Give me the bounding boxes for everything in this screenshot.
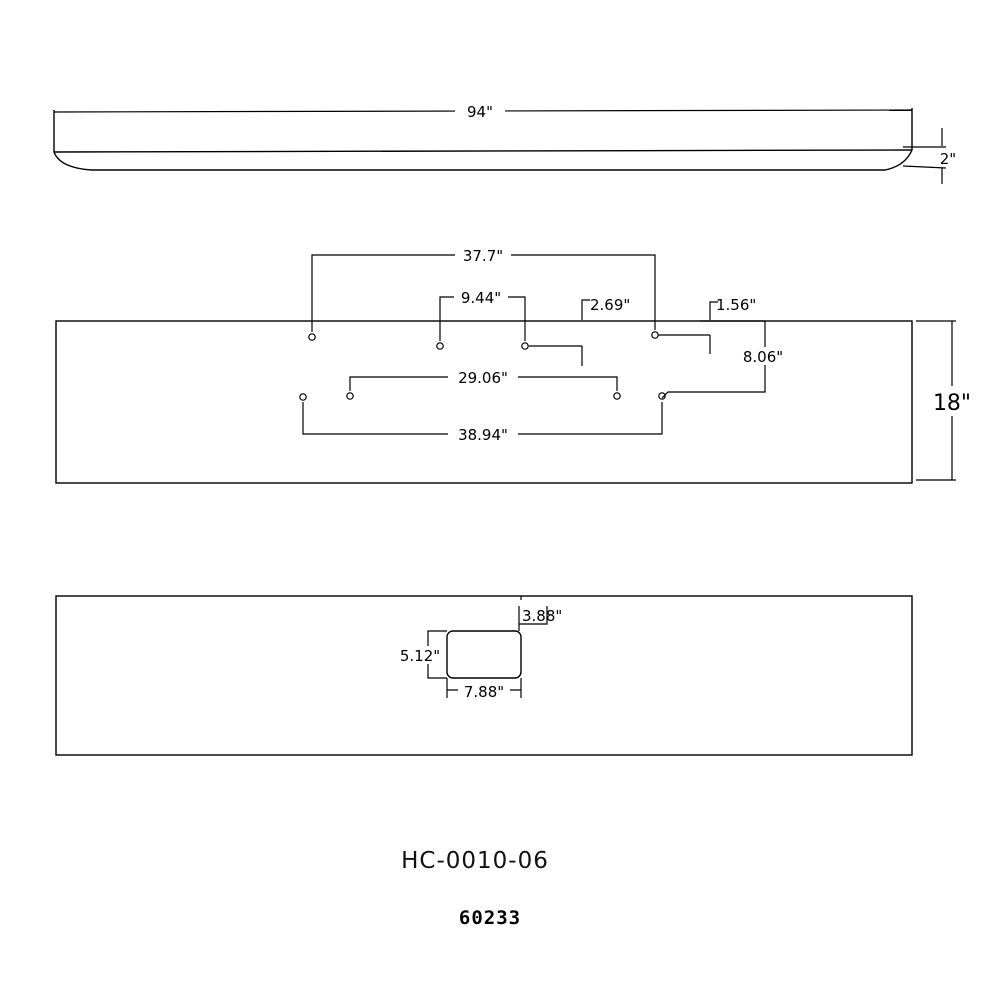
- dim-7-88-label: 7.88": [464, 683, 504, 701]
- bumper-front-outline: [55, 320, 913, 484]
- dim-1-56-label: 1.56": [716, 296, 756, 314]
- height-ext-bottom: [902, 165, 947, 169]
- height-label-top: 2": [940, 150, 956, 168]
- mount-hole: [436, 342, 444, 350]
- dim-18-label: 18": [933, 391, 971, 416]
- mount-hole: [651, 331, 659, 339]
- dim-2-69-line: [581, 299, 590, 320]
- dim-9-44-label: 9.44": [461, 289, 501, 307]
- dim-2-69-label: 2.69": [590, 296, 630, 314]
- mount-hole: [613, 392, 621, 400]
- mount-hole: [658, 392, 666, 400]
- dim-5-12-label: 5.12": [400, 647, 440, 665]
- dim-37-7-label: 37.7": [463, 247, 503, 265]
- mount-hole: [346, 392, 354, 400]
- dim-38-94-label: 38.94": [458, 426, 508, 444]
- mount-hole: [308, 333, 316, 341]
- back-view: 3.88" 5.12" 7.88": [55, 595, 913, 756]
- dim-3-88-line: [518, 606, 548, 631]
- bumper-top-profile: [53, 108, 913, 171]
- cutout: [446, 630, 522, 679]
- dim-8-06-label: 8.06": [743, 348, 783, 366]
- item-code: 60233: [459, 907, 521, 929]
- dim-29-06-label: 29.06": [458, 369, 508, 387]
- front-view: 37.7" 9.44" 2.69" 1.56" 8.06" 29.06" 38.…: [55, 246, 974, 484]
- dim-3-88-label: 3.88": [522, 607, 562, 625]
- part-number: HC-0010-06: [401, 848, 549, 874]
- bumper-top-edge: [53, 149, 913, 153]
- top-view: 94" 2": [53, 102, 956, 184]
- mount-hole: [521, 342, 529, 350]
- bumper-back-outline: [55, 595, 913, 756]
- dim-1-56-line: [709, 301, 718, 320]
- length-label: 94": [467, 103, 493, 121]
- mount-hole: [299, 393, 307, 401]
